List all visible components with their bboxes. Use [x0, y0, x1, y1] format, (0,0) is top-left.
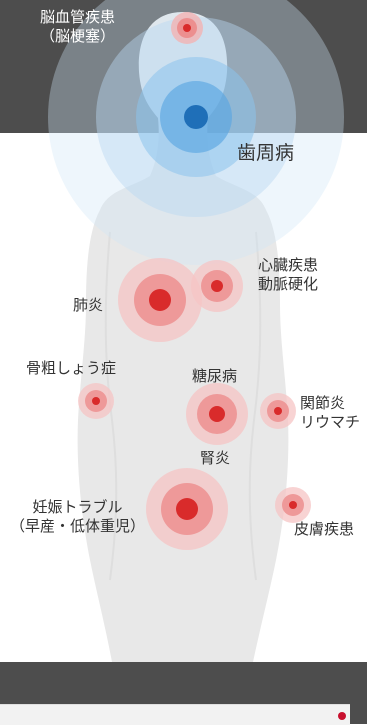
indicator-dot-icon [338, 712, 346, 720]
label-pregnancy: 妊娠トラブル （早産・低体重児） [10, 498, 146, 535]
label-arthritis: 関節炎 リウマチ [300, 394, 361, 431]
label-nephritis: 腎炎 [200, 449, 231, 467]
label-diabetes: 糖尿病 [192, 367, 238, 385]
bottom-bar [0, 704, 350, 725]
label-pneumonia: 肺炎 [73, 296, 104, 314]
label-cerebrovascular: 脳血管疾患 （脳梗塞） [40, 8, 116, 45]
label-cardiac: 心臓疾患 動脈硬化 [258, 256, 319, 293]
label-periodontal: 歯周病 [237, 142, 295, 164]
periodontal-dot [184, 105, 208, 129]
label-skin-disease: 皮膚疾患 [294, 520, 355, 538]
body-silhouette [77, 12, 289, 662]
label-osteoporosis: 骨粗しょう症 [26, 359, 117, 377]
